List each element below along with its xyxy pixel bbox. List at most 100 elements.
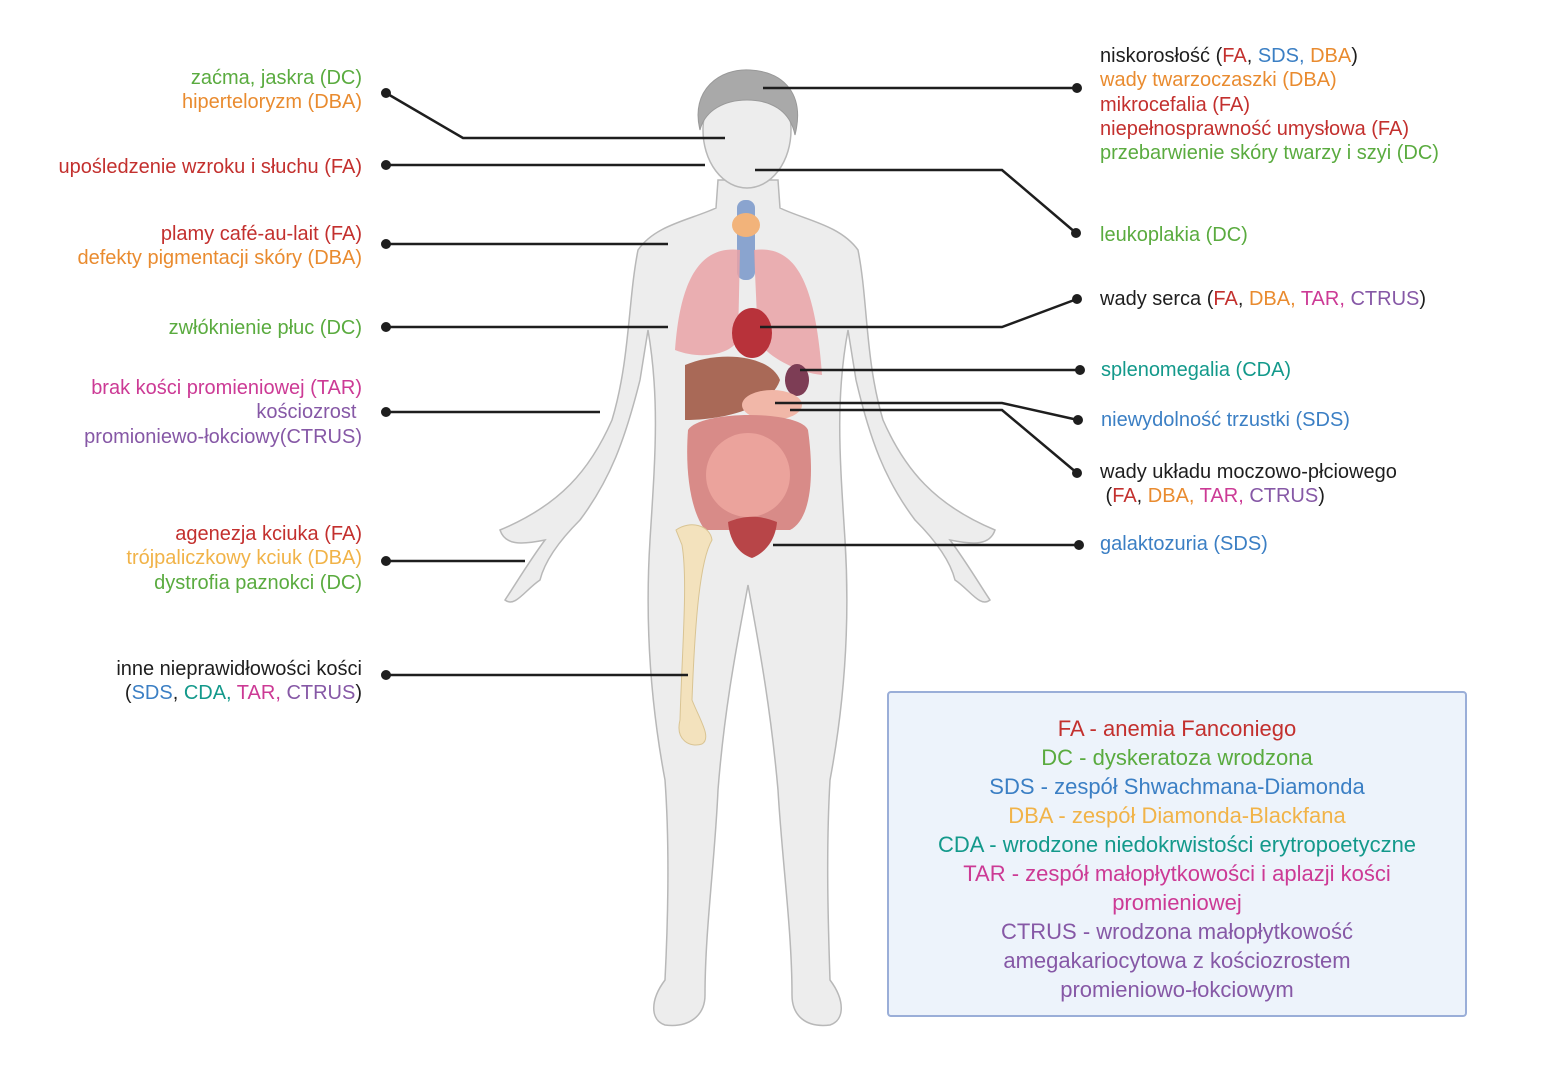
label-segment: ) <box>1419 288 1427 310</box>
label-segment: CTRUS <box>286 682 356 705</box>
label-segment: hiperteloryzm (DBA) <box>181 91 362 114</box>
left-annotation-label: zaćma, jaskra (DC)hiperteloryzm (DBA) <box>182 66 362 115</box>
connector-lines <box>385 86 1080 677</box>
label-line: agenezja kciuka (FA) <box>126 522 362 546</box>
label-line: inne nieprawidłowości kości <box>116 657 362 681</box>
label-segment: niepełnosprawność umysłowa (FA) <box>1100 117 1410 140</box>
label-line: niepełnosprawność umysłowa (FA) <box>1100 117 1439 141</box>
label-segment: promieniowo-łokciowym <box>1060 977 1294 1002</box>
label-line: brak kości promieniowej (TAR) <box>84 376 362 400</box>
label-segment: , <box>1136 485 1148 508</box>
right-annotation-label: niskorosłość (FA, SDS, DBA)wady twarzocz… <box>1100 44 1439 165</box>
label-line: CTRUS - wrodzona małopłytkowość <box>889 917 1465 946</box>
label-line: zwłóknienie płuc (DC) <box>169 316 362 340</box>
label-line: defekty pigmentacji skóry (DBA) <box>77 246 362 270</box>
label-segment: FA - anemia Fanconiego <box>1057 716 1297 741</box>
label-segment: wady serca ( <box>1100 288 1214 310</box>
label-segment: mikrocefalia (FA) <box>1100 93 1251 116</box>
label-line: trójpaliczkowy kciuk (DBA) <box>126 546 362 570</box>
label-segment: niewydolność trzustki (SDS) <box>1101 409 1350 431</box>
label-segment: agenezja kciuka (FA) <box>175 523 362 545</box>
right-annotation-label: leukoplakia (DC) <box>1100 223 1248 247</box>
label-segment: ( <box>1100 485 1113 508</box>
label-line: leukoplakia (DC) <box>1100 223 1248 247</box>
label-segment: trójpaliczkowy kciuk (DBA) <box>126 547 362 570</box>
label-segment: zaćma, jaskra (DC) <box>190 67 362 89</box>
label-segment: SDS, <box>1257 45 1311 67</box>
left-annotation-label: upośledzenie wzroku i słuchu (FA) <box>59 155 362 179</box>
label-segment: DBA, <box>1248 288 1301 310</box>
label-line: FA - anemia Fanconiego <box>889 714 1465 743</box>
label-segment: DBA <box>1310 45 1352 67</box>
label-segment: ( <box>124 682 132 705</box>
label-line: galaktozuria (SDS) <box>1100 532 1268 556</box>
label-segment: CTRUS <box>1249 485 1319 508</box>
label-segment: kościozrost <box>256 401 362 424</box>
right-annotation-label: galaktozuria (SDS) <box>1100 532 1268 556</box>
label-line: TAR - zespół małopłytkowości i aplazji k… <box>889 859 1465 888</box>
label-segment: TAR - zespół małopłytkowości i aplazji k… <box>963 861 1391 886</box>
label-line: upośledzenie wzroku i słuchu (FA) <box>59 155 362 179</box>
left-annotation-label: brak kości promieniowej (TAR)kościozrost… <box>84 376 362 449</box>
left-annotation-label: agenezja kciuka (FA)trójpaliczkowy kciuk… <box>126 522 362 595</box>
label-segment: , <box>1237 288 1249 310</box>
label-line: zaćma, jaskra (DC) <box>182 66 362 90</box>
label-line: dystrofia paznokci (DC) <box>126 571 362 595</box>
left-annotation-label: inne nieprawidłowości kości(SDS, CDA, TA… <box>116 657 362 706</box>
label-line: (SDS, CDA, TAR, CTRUS) <box>116 681 362 705</box>
label-line: DBA - zespół Diamonda-Blackfana <box>889 801 1465 830</box>
label-segment: ) <box>1318 485 1325 508</box>
label-segment: dystrofia paznokci (DC) <box>154 571 362 594</box>
label-segment: brak kości promieniowej (TAR) <box>91 377 362 399</box>
label-line: hiperteloryzm (DBA) <box>182 90 362 114</box>
label-segment: upośledzenie wzroku i słuchu (FA) <box>58 156 362 178</box>
label-segment: niskorosłość ( <box>1100 45 1223 67</box>
organs <box>675 200 822 746</box>
label-segment: promieniowej <box>1112 890 1242 915</box>
label-line: niskorosłość (FA, SDS, DBA) <box>1100 44 1439 68</box>
label-segment: plamy café-au-lait (FA) <box>160 223 362 245</box>
label-segment: CTRUS <box>1350 288 1420 310</box>
label-segment: FA <box>1222 45 1247 67</box>
label-segment: DBA - zespół Diamonda-Blackfana <box>1008 803 1346 828</box>
label-segment: , <box>1246 45 1258 67</box>
label-line: mikrocefalia (FA) <box>1100 93 1439 117</box>
label-line: (FA, DBA, TAR, CTRUS) <box>1100 484 1397 508</box>
label-segment: DBA, <box>1147 485 1200 508</box>
label-segment: leukoplakia (DC) <box>1100 224 1248 246</box>
label-segment: FA <box>1112 485 1137 508</box>
label-line: niewydolność trzustki (SDS) <box>1101 408 1350 432</box>
label-segment: FA <box>1213 288 1238 310</box>
label-line: wady serca (FA, DBA, TAR, CTRUS) <box>1100 287 1426 311</box>
label-line: promieniowej <box>889 888 1465 917</box>
label-segment: SDS - zespół Shwachmana-Diamonda <box>989 774 1365 799</box>
left-annotation-label: plamy café-au-lait (FA)defekty pigmentac… <box>77 222 362 271</box>
label-line: amegakariocytowa z kościozrostem <box>889 946 1465 975</box>
right-annotation-label: wady układu moczowo-płciowego (FA, DBA, … <box>1100 460 1397 509</box>
label-line: CDA - wrodzone niedokrwistości erytropoe… <box>889 830 1465 859</box>
label-segment: TAR, <box>1199 485 1250 508</box>
label-line: kościozrost <box>84 400 362 424</box>
label-segment: zwłóknienie płuc (DC) <box>168 317 362 339</box>
connector-dots <box>381 83 1085 680</box>
label-line: promioniewo-łokciowy(CTRUS) <box>84 425 362 449</box>
right-annotation-label: niewydolność trzustki (SDS) <box>1101 408 1350 432</box>
label-segment: wady twarzoczaszki (DBA) <box>1100 69 1337 92</box>
label-segment: przebarwienie skóry twarzy i szyi (DC) <box>1100 142 1439 165</box>
right-annotation-label: wady serca (FA, DBA, TAR, CTRUS) <box>1100 287 1426 311</box>
label-line: plamy café-au-lait (FA) <box>77 222 362 246</box>
label-line: SDS - zespół Shwachmana-Diamonda <box>889 772 1465 801</box>
label-segment: CDA - wrodzone niedokrwistości erytropoe… <box>937 832 1417 857</box>
label-segment: , <box>172 682 184 705</box>
label-segment: promioniewo-łokciowy(CTRUS) <box>84 425 362 448</box>
hair <box>697 69 799 136</box>
label-line: DC - dyskeratoza wrodzona <box>889 743 1465 772</box>
label-line: przebarwienie skóry twarzy i szyi (DC) <box>1100 141 1439 165</box>
label-segment: CDA, <box>183 682 237 705</box>
label-segment: TAR, <box>236 682 287 705</box>
left-annotation-label: zwłóknienie płuc (DC) <box>169 316 362 340</box>
label-segment: CTRUS - wrodzona małopłytkowość <box>1000 919 1354 944</box>
label-segment: defekty pigmentacji skóry (DBA) <box>77 247 362 270</box>
label-segment: inne nieprawidłowości kości <box>116 658 362 680</box>
